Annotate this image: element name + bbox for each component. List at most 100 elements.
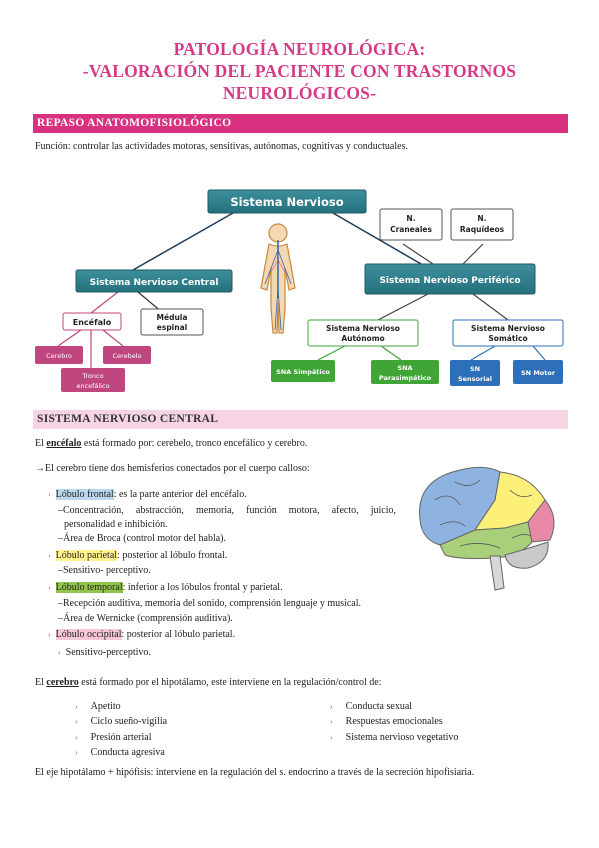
occipital-sub-text: Sensitivo-perceptivo. — [65, 647, 151, 658]
label-sns-2: Somático — [488, 334, 527, 343]
bullet-icon: › — [330, 733, 333, 742]
cerebro-pre: El — [35, 677, 47, 688]
line-sns-sens — [470, 345, 496, 361]
temporal-label: Lóbulo temporal — [55, 582, 123, 593]
label-snp: Sistema Nervioso Periférico — [379, 275, 520, 286]
occipital-lobe — [527, 499, 555, 543]
line-sn-snc — [132, 212, 234, 271]
box-encefalo — [62, 312, 122, 331]
list-item-text: Sistema nervioso vegetativo — [345, 732, 459, 743]
gyri-lines — [434, 479, 533, 549]
cerebro-post: está formado por el hipotálamo, este int… — [78, 677, 382, 688]
title-line-3: NEUROLÓGICOS- — [222, 83, 377, 103]
frontal-desc: : es la parte anterior del encéfalo. — [113, 489, 247, 500]
parietal-sub-1: –Sensitivo- perceptivo. — [58, 565, 151, 576]
line-snp-sna — [377, 293, 429, 321]
label-sensorial-1: SN — [470, 365, 480, 373]
list-item: › Conducta agresiva — [75, 746, 165, 759]
parietal-label: Lóbulo parietal — [55, 550, 118, 561]
lobe-frontal: › Lóbulo frontal: es la parte anterior de… — [48, 488, 247, 501]
section-heading-snc: SISTEMA NERVIOSO CENTRAL — [33, 410, 568, 429]
list-item-text: Apetito — [90, 701, 121, 712]
list-item: › Presión arterial — [75, 731, 151, 744]
cerebro-paragraph: El cerebro está formado por el hipotálam… — [35, 676, 381, 689]
encefalo-post: está formado por: cerebelo, tronco encef… — [81, 438, 308, 449]
list-item: › Sistema nervioso vegetativo — [330, 731, 458, 744]
label-parasimpatico-2: Parasimpático — [379, 374, 432, 382]
label-medula-1: Médula — [157, 313, 188, 322]
line-sna-simp — [317, 345, 346, 361]
label-tronco-2: encefálico — [76, 382, 109, 390]
cerebellum — [504, 541, 549, 569]
page-title: PATOLOGÍA NEUROLÓGICA: -VALORACIÓN DEL P… — [0, 38, 599, 104]
frontal-sub-2: –Área de Broca (control motor del habla)… — [58, 533, 226, 544]
frontal-label: Lóbulo frontal — [55, 489, 114, 500]
title-line-2: -VALORACIÓN DEL PACIENTE CON TRASTORNOS — [82, 61, 517, 81]
line-snc-encefalo — [90, 291, 119, 314]
function-text: Función: controlar las actividades motor… — [35, 141, 408, 152]
lobe-temporal: › Lóbulo temporal: inferior a los lóbulos… — [48, 581, 283, 594]
temporal-sub-2: –Área de Wernicke (comprensión auditiva)… — [58, 613, 233, 624]
line-snp-craneales — [402, 243, 434, 265]
temporal-desc: : inferior a los lóbulos frontal y parie… — [122, 582, 283, 593]
bullet-icon: › — [48, 630, 51, 639]
occipital-desc: : posterior al lóbulo parietal. — [121, 629, 236, 640]
box-n-raquideos — [450, 208, 514, 241]
list-item: › Ciclo sueño-vigilia — [75, 715, 167, 728]
label-motor: SN Motor — [521, 369, 556, 377]
line-snp-raquideos — [462, 243, 484, 265]
list-item-text: Presión arterial — [90, 732, 152, 743]
box-cerebro — [35, 346, 83, 364]
label-medula-2: espinal — [157, 323, 187, 332]
section-heading-repaso: REPASO ANATOMOFISIOLÓGICO — [33, 114, 568, 133]
line-enc-cerebelo — [102, 329, 124, 347]
bullet-icon: › — [75, 717, 78, 726]
list-item-text: Conducta sexual — [345, 701, 413, 712]
box-cerebelo — [103, 346, 151, 364]
bullet-icon: › — [75, 748, 78, 757]
lobe-occipital: ›Lóbulo occipital: posterior al lóbulo p… — [48, 628, 235, 641]
bullet-icon: › — [75, 733, 78, 742]
box-sns — [452, 319, 564, 347]
label-n-craneales-1: N. — [406, 214, 415, 223]
brainstem — [489, 555, 505, 591]
line-sn-snp — [332, 212, 429, 269]
encefalo-pre: El — [35, 438, 47, 449]
box-sistema-nervioso — [207, 189, 367, 214]
box-snc — [75, 269, 233, 293]
box-medula — [140, 308, 204, 336]
cerebro-word: cerebro — [46, 677, 79, 688]
frontal-sub-1b: personalidad e inhibición. — [64, 519, 168, 530]
label-sns-1: Sistema Nervioso — [471, 324, 545, 333]
label-cerebro: Cerebro — [46, 352, 72, 360]
box-n-craneales — [379, 208, 443, 241]
box-parasimpatico — [371, 360, 439, 384]
line-sna-para — [380, 345, 402, 361]
box-sna — [307, 319, 419, 347]
label-sistema-nervioso: Sistema Nervioso — [230, 195, 343, 209]
box-snp — [364, 263, 536, 295]
list-item: ›Apetito — [75, 700, 121, 713]
bullet-icon: › — [48, 490, 51, 499]
eje-paragraph: El eje hipotálamo + hipófisis: intervien… — [35, 767, 475, 778]
lobe-parietal: › Lóbulo parietal: posterior al lóbulo fr… — [48, 549, 227, 562]
bullet-icon: › — [48, 551, 51, 560]
encefalo-word: encéfalo — [46, 438, 82, 449]
occipital-sub-1: ›Sensitivo-perceptivo. — [58, 646, 151, 659]
list-item: ›Conducta sexual — [330, 700, 412, 713]
parietal-desc: : posterior al lóbulo frontal. — [117, 550, 228, 561]
line-enc-cerebro — [57, 329, 82, 347]
label-sensorial-2: Sensorial — [458, 375, 492, 383]
list-item-text: Respuestas emocionales — [345, 716, 443, 727]
list-item-text: Conducta agresiva — [90, 747, 165, 758]
brain-lobes-illustration — [419, 466, 555, 591]
label-cerebelo: Cerebelo — [113, 352, 142, 360]
bullet-icon: › — [330, 717, 333, 726]
nervous-system-diagram: Sistema Nervioso Sistema Nervioso Centra… — [35, 189, 564, 392]
list-item-text: Ciclo sueño-vigilia — [90, 716, 168, 727]
label-n-craneales-2: Craneales — [390, 225, 432, 234]
label-n-raquideos-1: N. — [477, 214, 486, 223]
bullet-icon: › — [48, 583, 51, 592]
label-encefalo: Encéfalo — [73, 317, 112, 327]
temporal-sub-1: –Recepción auditiva, memoria del sonido,… — [58, 598, 361, 609]
